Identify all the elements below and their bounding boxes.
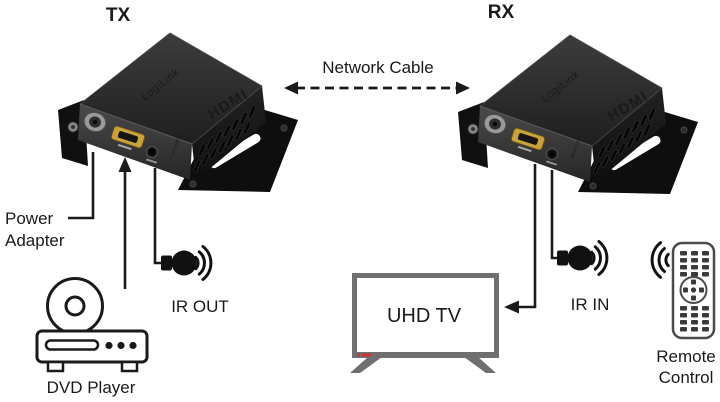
rx-ir-jack <box>545 147 559 166</box>
network-cable-label: Network Cable <box>322 58 434 77</box>
rx-to-tv-arrow <box>504 164 537 314</box>
rx-extender-device: LogiLink HDMI Receiver <box>458 34 698 194</box>
remote-bottom-buttons <box>680 306 709 332</box>
ir-in-label: IR IN <box>571 295 610 314</box>
power-adapter-line <box>68 152 95 220</box>
ir-wave-icon <box>657 247 666 273</box>
ir-wave-icon <box>650 241 662 279</box>
tv-leg-left <box>350 357 382 373</box>
arrowhead-left-icon <box>284 81 298 95</box>
ir-in-plug <box>557 250 568 266</box>
ir-in-eye-icon <box>567 245 593 271</box>
tx-vents-row <box>193 121 251 173</box>
ir-wave-icon <box>590 250 596 266</box>
uhd-tv-label: UHD TV <box>387 305 462 327</box>
ir-wave-icon <box>593 245 602 271</box>
tx-ear-hole-icon <box>280 124 288 132</box>
power-adapter-callout: Power Adapter <box>5 152 95 250</box>
dvd-slot <box>44 339 100 351</box>
arrowhead-up-icon <box>118 157 132 172</box>
dvd-player-label: DVD Player <box>47 378 136 397</box>
remote-control-label-line2: Control <box>659 368 714 387</box>
arrowhead-left-icon <box>504 300 519 314</box>
remote-top-buttons <box>680 251 709 277</box>
tv-leg-right <box>464 357 496 373</box>
tx-title: TX <box>106 5 131 26</box>
power-adapter-label-line2: Adapter <box>5 231 65 250</box>
tx-power-port <box>83 111 107 133</box>
rx-title: RX <box>488 2 515 23</box>
rx-vents-row <box>598 107 656 159</box>
ir-wave-icon <box>197 250 206 276</box>
power-adapter-label-line1: Power <box>5 209 54 228</box>
ir-out-eye-icon <box>171 250 197 276</box>
tx-ir-jack <box>145 145 159 164</box>
tx-vents-row <box>198 105 256 157</box>
tx-hdmi-port <box>111 125 145 151</box>
ir-out-emitter: IR OUT <box>153 168 229 316</box>
ir-wave-icon <box>597 240 609 276</box>
rx-power-port <box>483 113 507 135</box>
rx-vents-row <box>593 123 651 175</box>
rx-mount-slot <box>609 135 661 171</box>
remote-control-icon <box>671 241 716 340</box>
tx-extender-device: LogiLink HDMI Transmitter <box>58 32 298 192</box>
arrowhead-right-icon <box>456 81 470 95</box>
tv-logo-mark <box>362 353 371 357</box>
ir-wave-icon <box>194 255 200 271</box>
ir-out-label: IR OUT <box>171 297 229 316</box>
rx-ear-hole-icon <box>589 182 597 190</box>
dvd-to-tx-arrow <box>118 157 132 289</box>
ir-wave-icon <box>201 245 213 281</box>
remote-control-label-line1: Remote <box>656 347 716 366</box>
rx-hdmi-port <box>511 127 545 153</box>
tx-mount-slot <box>209 133 261 169</box>
remote-signal-waves <box>650 241 670 279</box>
ir-in-receiver: IR IN <box>550 170 610 314</box>
ir-out-plug <box>161 255 172 271</box>
ir-wave-icon <box>664 252 670 268</box>
network-cable-arrow: Network Cable <box>284 58 470 95</box>
tx-ear-hole-icon <box>189 180 197 188</box>
uhd-tv-icon: UHD TV <box>350 273 499 373</box>
rx-ear-hole-icon <box>680 126 688 134</box>
dvd-player-icon <box>35 277 149 373</box>
tv-power-led <box>356 353 361 357</box>
